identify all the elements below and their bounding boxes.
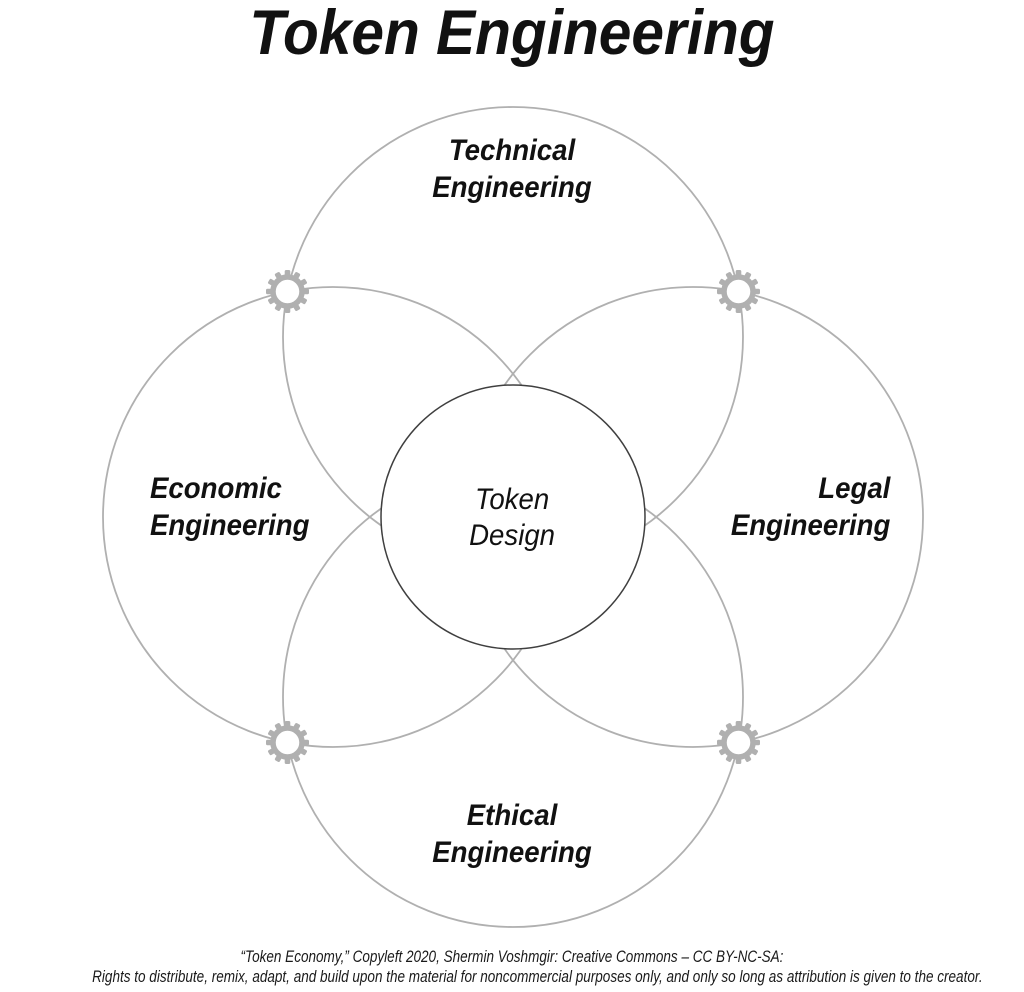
label-line: Token [474, 483, 550, 516]
label-line: Design [469, 519, 556, 552]
token-design-circle [380, 384, 646, 650]
label-line: Engineering [432, 171, 592, 204]
legal-engineering-label: Legal Engineering [731, 470, 890, 544]
technical-engineering-label: Technical Engineering [41, 132, 983, 206]
label-line: Technical [448, 134, 576, 167]
gear-icon [717, 270, 760, 313]
label-line: Economic [150, 472, 282, 505]
label-line: Legal [817, 472, 890, 505]
ethical-engineering-label: Ethical Engineering [41, 797, 983, 871]
gear-icon [266, 270, 309, 313]
label-line: Engineering [730, 509, 890, 542]
label-line: Ethical [466, 799, 558, 832]
page-title: Token Engineering [249, 0, 775, 68]
attribution-line-1: “Token Economy,” Copyleft 2020, Shermin … [240, 948, 784, 966]
gear-icon [266, 721, 309, 764]
label-line: Engineering [150, 509, 310, 542]
gear-icon [717, 721, 760, 764]
token-design-label: Token Design [41, 482, 983, 554]
attribution-line-2: Rights to distribute, remix, adapt, and … [92, 968, 983, 986]
economic-engineering-label: Economic Engineering [150, 470, 309, 544]
label-line: Engineering [432, 836, 592, 869]
